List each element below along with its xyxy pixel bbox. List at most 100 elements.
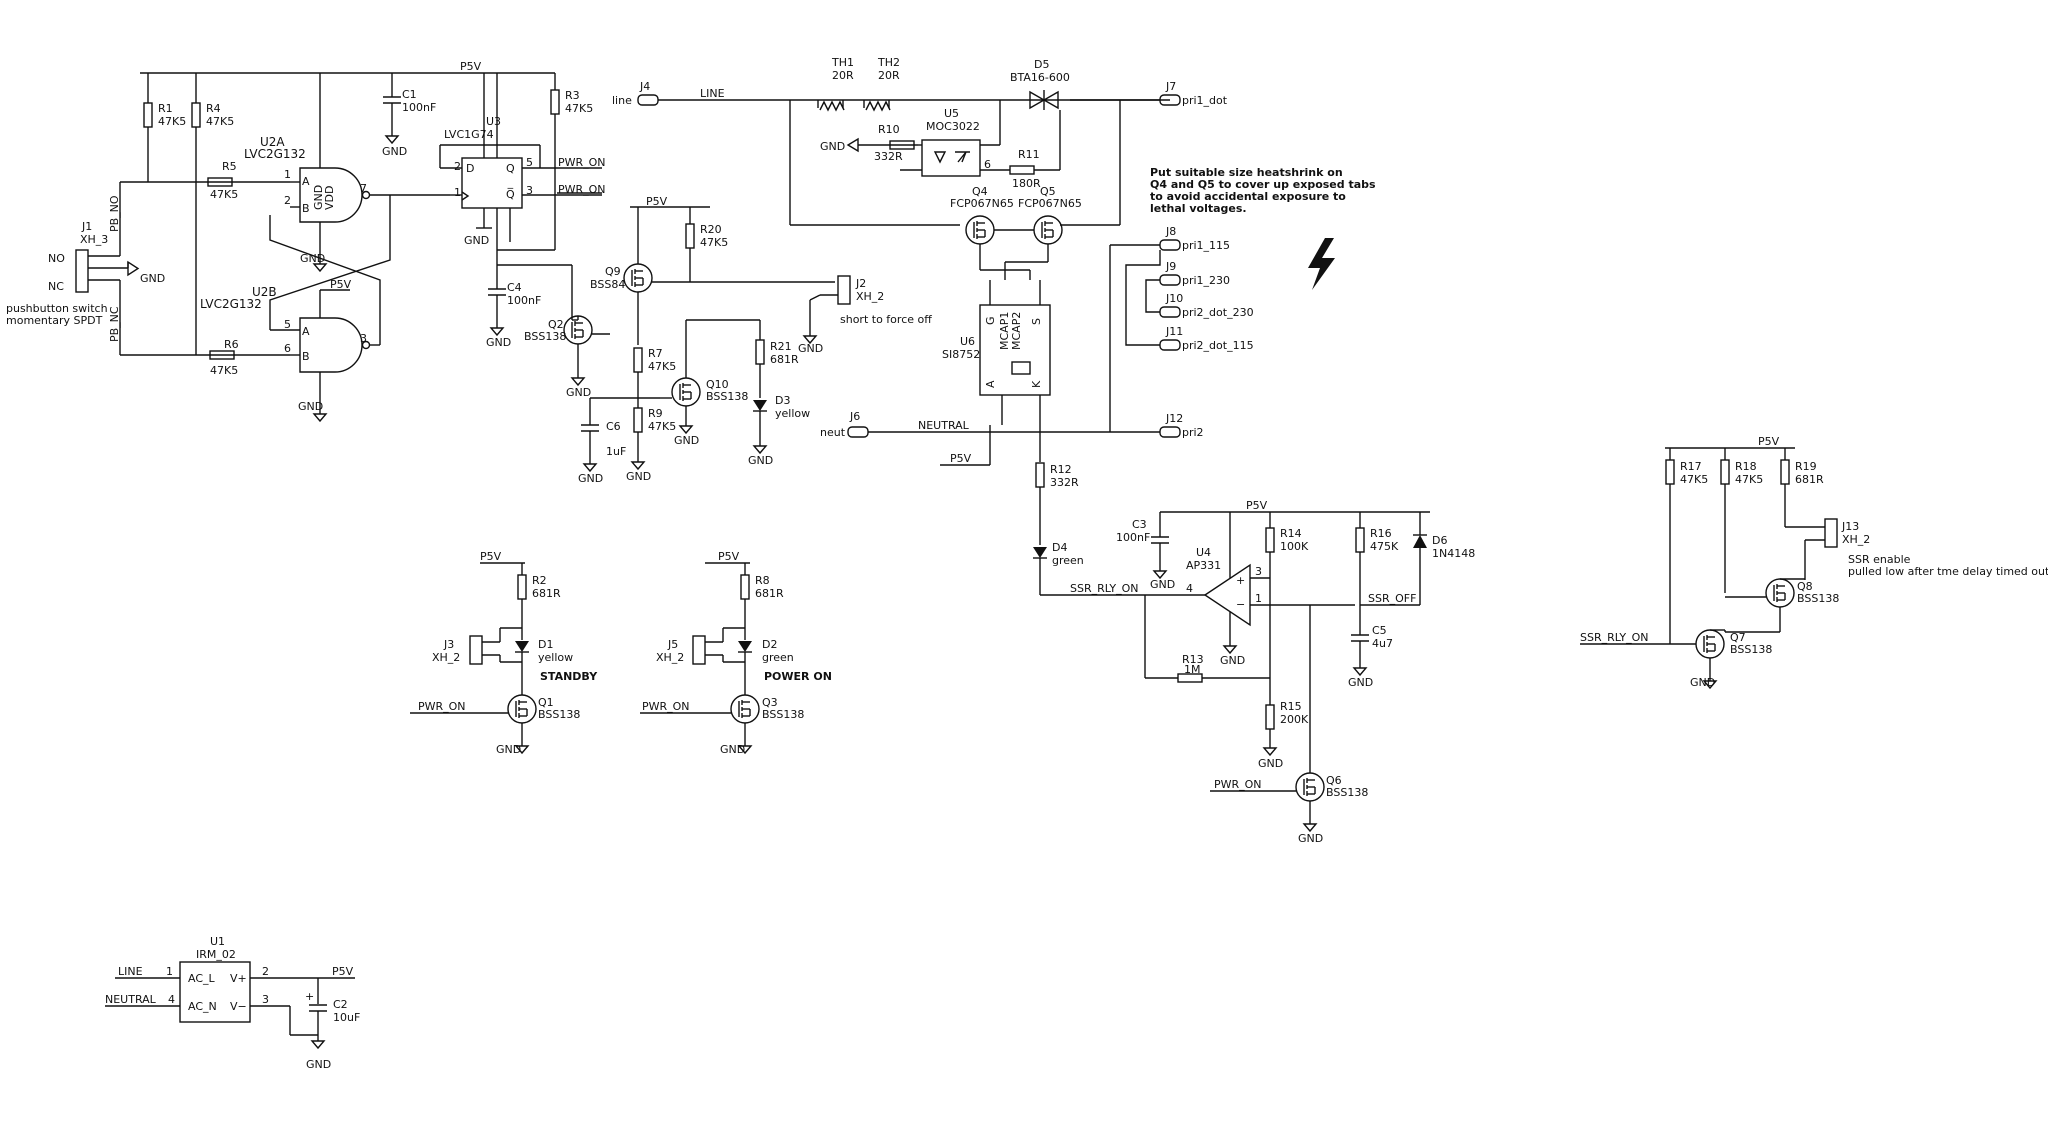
- u2b-ref: U2B: [252, 285, 277, 299]
- q1-value: BSS138: [538, 708, 580, 721]
- resistor-r12: [1035, 462, 1045, 488]
- mosfet-q3: [730, 694, 760, 724]
- net-label-pwr-on-u3: PWR_ON: [558, 156, 606, 169]
- r1-value: 47K5: [158, 115, 186, 128]
- connector-j9[interactable]: [1159, 274, 1181, 286]
- net-label-line: LINE: [700, 87, 725, 100]
- q4-ref: Q4: [972, 185, 988, 198]
- net-label-pwr-on-u3b: PWR_ON: [558, 183, 606, 196]
- u6-p5v: P5V: [950, 452, 972, 465]
- u2a-pin-2: 2: [284, 194, 291, 207]
- resistor-r11: [1009, 165, 1035, 175]
- c6-ref: C6: [606, 420, 621, 433]
- poweron-p5v: P5V: [718, 550, 740, 563]
- pin-label-nc: NC: [48, 280, 64, 293]
- u4-ref: U4: [1196, 546, 1211, 559]
- resistor-r16: [1355, 527, 1365, 553]
- r10-ref: R10: [878, 123, 900, 136]
- resistor-r14: [1265, 527, 1275, 553]
- r10-gnd: GND: [820, 140, 845, 153]
- r18-ref: R18: [1735, 460, 1757, 473]
- ssr-p5v: P5V: [1758, 435, 1780, 448]
- net-label-ssr-off: SSR_OFF: [1368, 592, 1416, 605]
- ssr-note-1: SSR enable: [1848, 553, 1911, 566]
- connector-j1[interactable]: [75, 249, 89, 293]
- j5-ref: J5: [667, 638, 678, 651]
- r15-value: 200K: [1280, 713, 1309, 726]
- resistor-r3: [550, 89, 560, 115]
- d2-label: POWER ON: [764, 670, 832, 683]
- d6-value: 1N4148: [1432, 547, 1475, 560]
- u2a-vdd-label: VDD: [323, 186, 336, 210]
- capacitor-c1: [382, 96, 402, 104]
- q9-value: BSS84: [590, 278, 625, 291]
- j13-ref: J13: [1841, 520, 1859, 533]
- r8-ref: R8: [755, 574, 770, 587]
- j8-label: pri1_115: [1182, 239, 1230, 252]
- mosfet-q9: [623, 263, 653, 293]
- u2b-p5v: P5V: [330, 278, 352, 291]
- resistor-r7: [633, 347, 643, 373]
- c3-value: 100nF: [1116, 531, 1150, 544]
- q6-pwr-on: PWR_ON: [1214, 778, 1262, 791]
- resistor-r20: [685, 223, 695, 249]
- led-d2: [737, 640, 753, 653]
- standby-p5v: P5V: [480, 550, 502, 563]
- q2-ref: Q2: [548, 318, 564, 331]
- psu-module-u1: [179, 961, 251, 1023]
- q6-ref: Q6: [1326, 774, 1342, 787]
- r21-ref: R21: [770, 340, 792, 353]
- connector-j3[interactable]: [469, 635, 483, 665]
- r20-value: 47K5: [700, 236, 728, 249]
- u1-pin-acn: AC_N: [188, 1000, 217, 1013]
- q8-ref: Q8: [1797, 580, 1813, 593]
- resistor-r4: [191, 102, 201, 128]
- u4-gnd: GND: [1220, 654, 1245, 667]
- connector-j8[interactable]: [1159, 239, 1181, 251]
- u1-line: LINE: [118, 965, 143, 978]
- q4-value: FCP067N65: [950, 197, 1014, 210]
- optotriac-u5: [921, 139, 981, 177]
- u4-pin-plus: +: [1236, 574, 1245, 587]
- ic-u3-flipflop: [461, 157, 523, 209]
- connector-j2[interactable]: [837, 275, 851, 305]
- connector-j5[interactable]: [692, 635, 706, 665]
- capacitor-c6: [580, 424, 600, 432]
- ssr-note-2: pulled low after tme delay timed out: [1848, 565, 2048, 578]
- r19-ref: R19: [1795, 460, 1817, 473]
- r3-ref: R3: [565, 89, 580, 102]
- comparator-u4: [1203, 563, 1251, 627]
- r1-ref: R1: [158, 102, 173, 115]
- u2a-pin-1: 1: [284, 168, 291, 181]
- isolator-u6: [979, 304, 1051, 396]
- q2-gnd: GND: [566, 386, 591, 399]
- connector-j10[interactable]: [1159, 306, 1181, 318]
- d5-value: BTA16-600: [1010, 71, 1070, 84]
- r5-value: 47K5: [210, 188, 238, 201]
- u4-pin-3: 3: [1255, 565, 1262, 578]
- u2b-value: LVC2G132: [200, 297, 262, 311]
- connector-j6[interactable]: [847, 426, 869, 438]
- connector-j13[interactable]: [1824, 518, 1838, 548]
- c6-value: 1uF: [606, 445, 626, 458]
- u2b-pin-b: B: [302, 350, 310, 363]
- r14-ref: R14: [1280, 527, 1302, 540]
- u1-p5v: P5V: [332, 965, 354, 978]
- latch-feedback-a: [269, 215, 381, 300]
- q3-gnd: GND: [720, 743, 745, 756]
- u2a-pin-b: B: [302, 202, 310, 215]
- connector-j4[interactable]: [637, 94, 659, 106]
- connector-j11[interactable]: [1159, 339, 1181, 351]
- q1-pwr-on: PWR_ON: [418, 700, 466, 713]
- u2b-pin-6: 6: [284, 342, 291, 355]
- c6-gnd: GND: [578, 472, 603, 485]
- c2-plus: +: [305, 990, 314, 1003]
- r9-value: 47K5: [648, 420, 676, 433]
- c2-value: 10uF: [333, 1011, 360, 1024]
- th1-ref: TH1: [831, 56, 854, 69]
- j4-ref: J4: [639, 80, 650, 93]
- net-label-neutral: NEUTRAL: [918, 419, 970, 432]
- u1-pin2: 2: [262, 965, 269, 978]
- connector-j12[interactable]: [1159, 426, 1181, 438]
- resistor-r19: [1780, 459, 1790, 485]
